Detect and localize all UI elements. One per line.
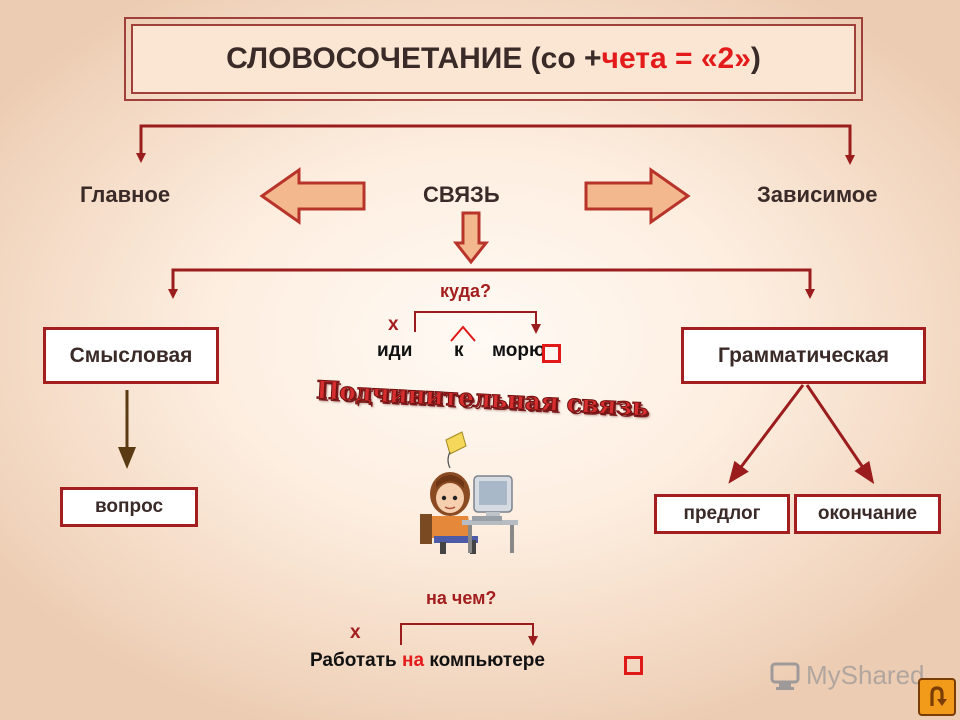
example1-question: куда? [440, 281, 492, 301]
u-turn-arrow-icon [930, 686, 947, 706]
example2-word2: на [402, 650, 425, 671]
example1-word3-ending: ю [529, 340, 546, 361]
example2-word3-ending: е [534, 650, 545, 671]
box-semantic: Смысловая [43, 327, 219, 384]
ending-mark-2 [624, 656, 643, 675]
top-bracket [139, 124, 855, 165]
label-dependent: Зависимое [757, 182, 878, 207]
title-frame: СЛОВОСОЧЕТАНИЕ (со + чета = «2» ) [124, 17, 863, 101]
middle-bracket [171, 268, 812, 296]
box-question: вопрос [60, 487, 198, 527]
label-link: СВЯЗЬ [423, 182, 500, 207]
myshared-logo-icon [770, 662, 800, 690]
title-highlight: чета = «2» [601, 42, 751, 75]
box-preposition: предлог [654, 494, 790, 534]
example1-word2: к [454, 340, 464, 361]
box-ending: окончание [794, 494, 941, 534]
example1-word3: морю [492, 340, 545, 362]
watermark-text: MyShared [806, 660, 925, 690]
grammatical-arrow-right [805, 384, 875, 485]
preposition-caret [450, 325, 476, 342]
example2-word1: Работать [310, 650, 402, 671]
example1-bracket [414, 311, 537, 332]
example2-phrase: Работать на компьютере [310, 650, 545, 672]
return-button[interactable] [918, 678, 956, 716]
right-block-arrow [584, 167, 691, 225]
example1-word1: иди [377, 340, 413, 361]
title-text: СЛОВОСОЧЕТАНИЕ (со + чета = «2» ) [131, 24, 856, 94]
left-block-arrow [259, 167, 366, 225]
girl-at-computer-illustration [420, 431, 518, 554]
example1-mark: х [388, 314, 399, 335]
down-block-arrow [452, 211, 490, 265]
example2-word3-stem: компьютер [424, 650, 535, 671]
example2-mark: х [350, 622, 361, 643]
title-suffix: ) [750, 42, 761, 75]
example1-word3-stem: мор [492, 340, 530, 361]
grammatical-arrow-left [728, 384, 805, 484]
ending-mark-1 [542, 344, 561, 363]
box-grammatical: Грамматическая [681, 327, 926, 384]
title-prefix: СЛОВОСОЧЕТАНИЕ (со + [226, 42, 602, 75]
label-main: Главное [80, 182, 171, 207]
example2-bracket [400, 623, 534, 645]
example2-question: на чем? [426, 588, 497, 608]
